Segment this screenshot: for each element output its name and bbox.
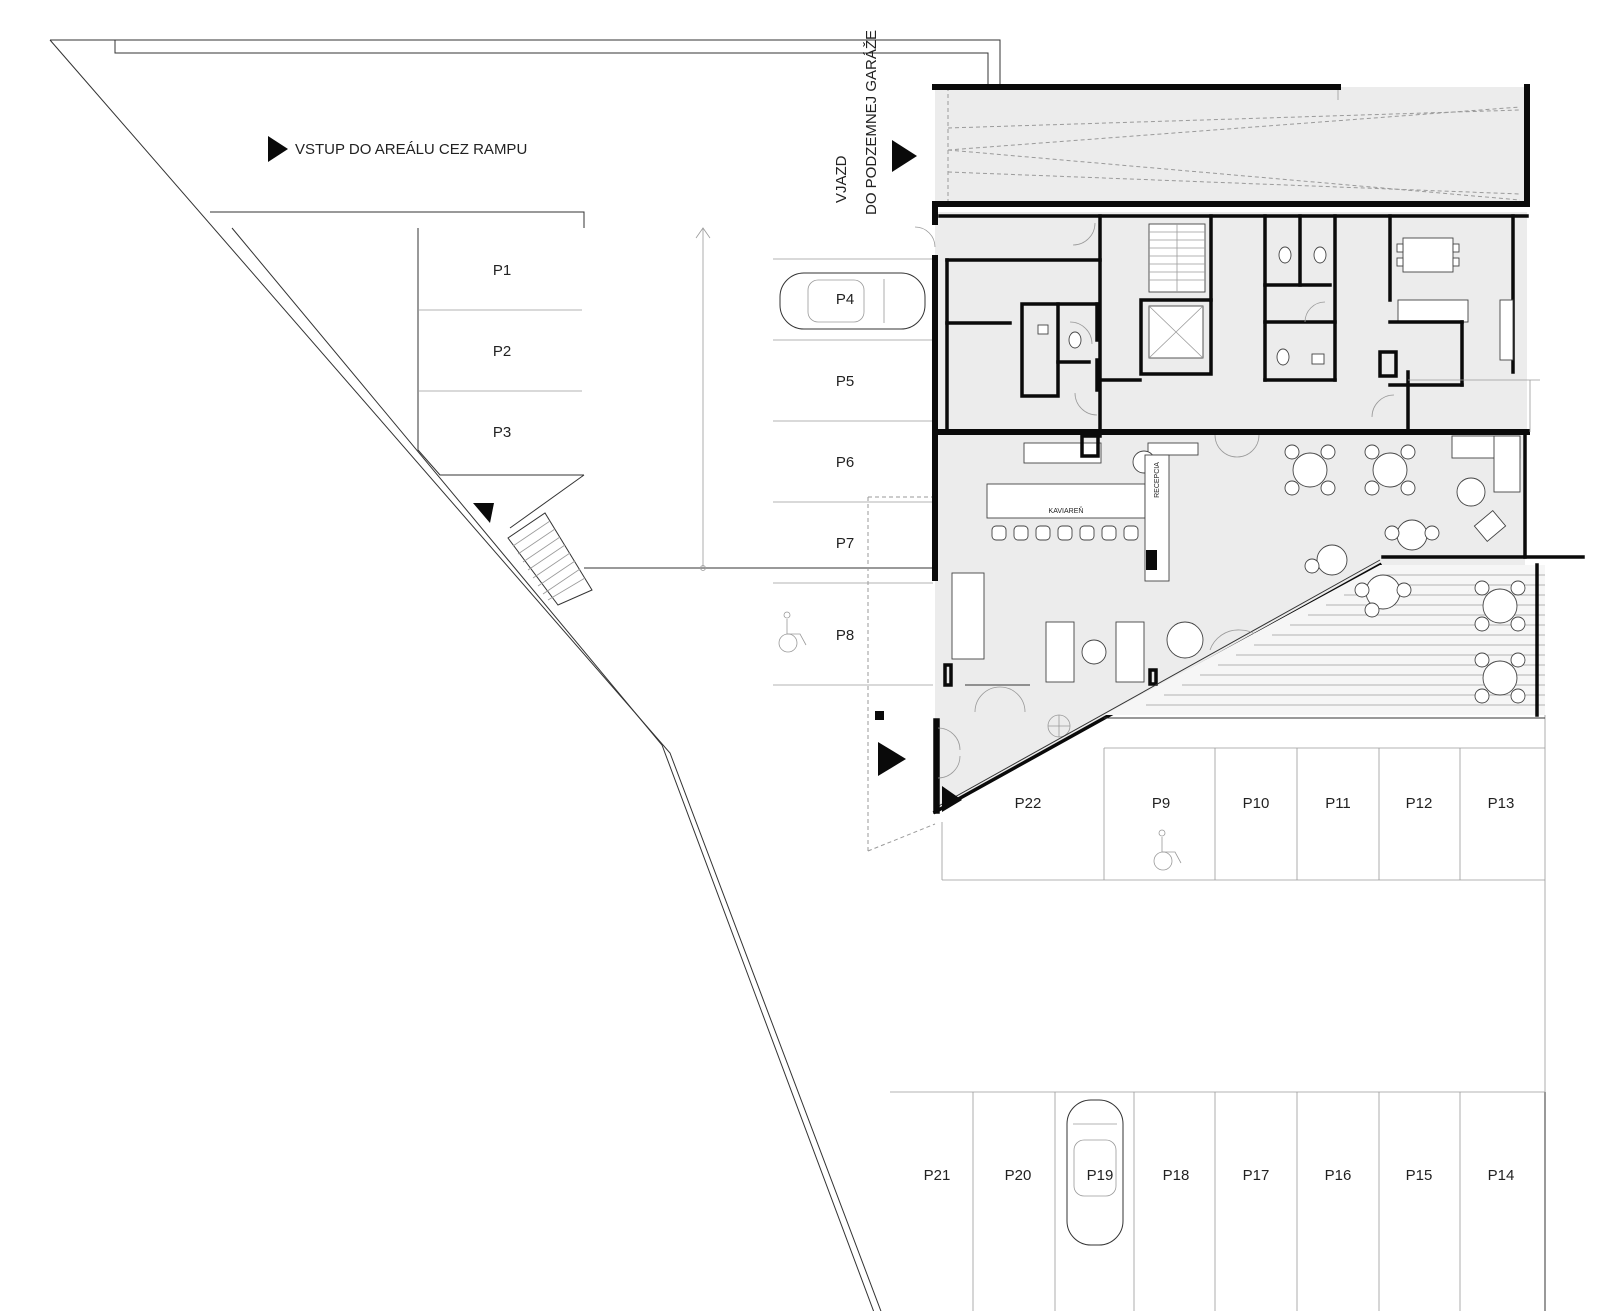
site-entrance-note: VSTUP DO AREÁLU CEZ RAMPU [295, 141, 527, 158]
parking-space-label: P2 [493, 343, 511, 360]
parking-space-label: P4 [836, 291, 854, 308]
triangle-arrow-icon [942, 786, 962, 812]
parking-rows-left [417, 227, 935, 606]
wheelchair-icon [778, 611, 807, 653]
parking-space-label: P19 [1087, 1167, 1114, 1184]
parking-rows-bottom [890, 747, 1545, 1311]
triangle-arrow-icon [892, 140, 917, 172]
parking-rows-middle [773, 258, 936, 852]
parking-space-label: P5 [836, 373, 854, 390]
parking-space-label: P9 [1152, 795, 1170, 812]
parking-space-label: P13 [1488, 795, 1515, 812]
parking-space-label: P20 [1005, 1167, 1032, 1184]
cafe-tables [1284, 435, 1521, 576]
triangle-arrow-icon [473, 503, 494, 523]
parking-space-label: P21 [924, 1167, 951, 1184]
garage-entrance-note-line2: DO PODZEMNEJ GARÁŽE [863, 30, 880, 215]
garage-entrance-note-line1: VJAZD [833, 155, 850, 203]
site-stairs [507, 512, 593, 606]
reception-post [1146, 550, 1157, 570]
site-boundary [49, 39, 1546, 1311]
parking-labels: P1 P2 P3 P4 P5 P6 P7 P8 P22 P9 P10 P11 P… [493, 262, 1515, 1184]
parking-space-label: P7 [836, 535, 854, 552]
parking-space-label: P12 [1406, 795, 1433, 812]
triangle-arrow-icon [878, 742, 906, 776]
bar-stools [991, 525, 1139, 541]
car-icon [779, 272, 926, 330]
parking-space-label: P1 [493, 262, 511, 279]
triangle-arrow-icon [268, 136, 288, 162]
wheelchair-icon [1153, 829, 1182, 871]
lobby-sofa [951, 572, 985, 660]
parking-space-label: P14 [1488, 1167, 1515, 1184]
parking-space-label: P22 [1015, 795, 1042, 812]
car-icon [1066, 1099, 1124, 1246]
parking-space-label: P17 [1243, 1167, 1270, 1184]
parking-space-label: P6 [836, 454, 854, 471]
parking-space-label: P11 [1325, 795, 1351, 812]
cafe-bar-counter [986, 483, 1146, 519]
parking-space-label: P8 [836, 627, 854, 644]
cafe-label: KAVIAREŇ [1049, 506, 1084, 515]
building: KAVIAREŇ RECEPCIA [875, 84, 1585, 815]
parking-space-label: P10 [1243, 795, 1270, 812]
parking-space-label: P15 [1406, 1167, 1433, 1184]
reception-label: RECEPCIA [1154, 462, 1161, 498]
terrace-deck [1104, 563, 1545, 719]
parking-space-label: P18 [1163, 1167, 1190, 1184]
parking-space-label: P3 [493, 424, 511, 441]
parking-space-label: P16 [1325, 1167, 1352, 1184]
core-stairs [1148, 223, 1206, 293]
